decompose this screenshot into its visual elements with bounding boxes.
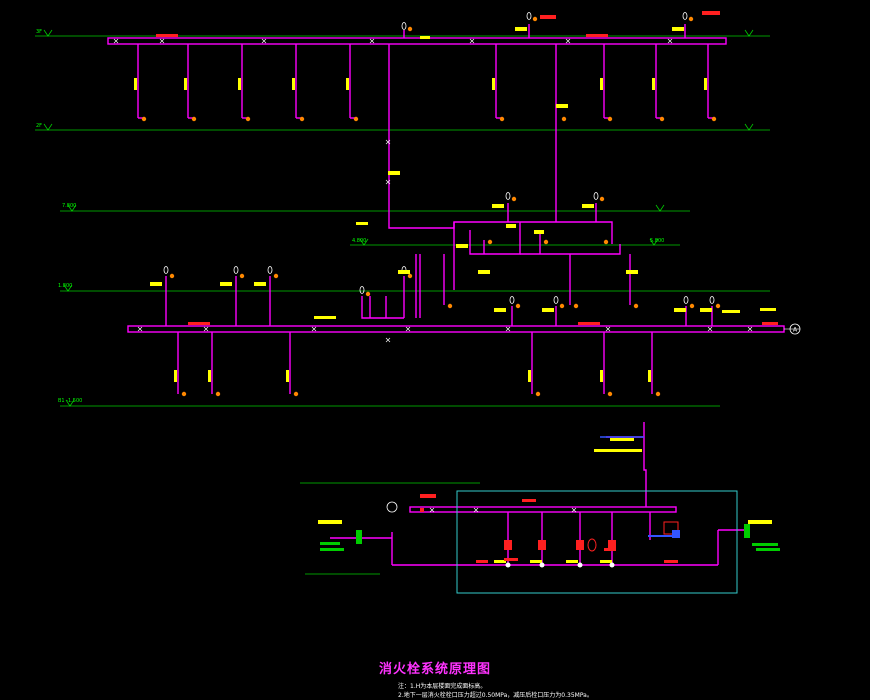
svg-text:A: A: [793, 327, 798, 334]
floor-level-marks: [43, 29, 754, 407]
label-tags: [150, 27, 776, 563]
tank-icons: [320, 524, 780, 551]
note-line: 2.地下一层消火栓栓口压力超过0.50MPa，减压后栓口压力为0.35MPa。: [398, 692, 593, 699]
red-tags: [156, 11, 778, 563]
floor-label: 1.800: [58, 283, 72, 289]
note-line: 注：1.H为本层楼面完成面标高。: [398, 683, 487, 690]
floor-label: 7.800: [62, 203, 76, 209]
valve-icons: [113, 38, 753, 513]
hydrant-icons: [141, 12, 721, 397]
floor-label: 2F: [36, 123, 42, 129]
pump-room-frame: [456, 490, 738, 594]
connector-blue: [600, 436, 680, 538]
floor-label: B1 -1.500: [58, 398, 82, 404]
axis-marker: A: [386, 323, 801, 513]
diagram-title: 消火栓系统原理图: [378, 662, 491, 677]
riser-tags: [134, 78, 707, 382]
floor-label: 5.800: [650, 238, 664, 244]
pump-icons: [504, 521, 679, 568]
pipe-network: [107, 24, 785, 566]
floor-lines: [35, 35, 770, 575]
floor-label: 3F: [36, 29, 42, 35]
floor-label: 4.800: [352, 238, 366, 244]
